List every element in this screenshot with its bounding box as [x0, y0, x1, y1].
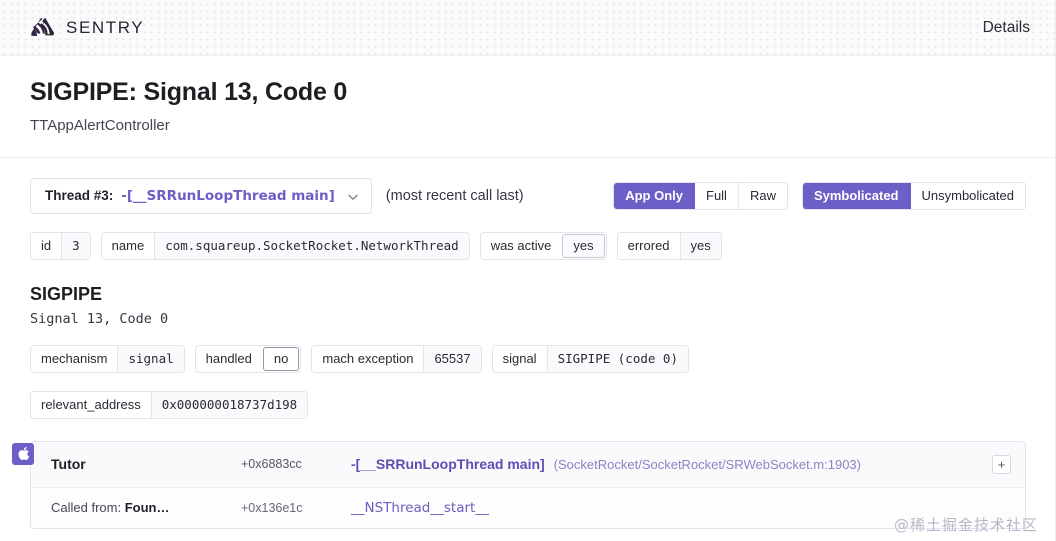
frame-symbol: -[__SRRunLoopThread main] — [351, 456, 545, 473]
segment-unsymbolicated[interactable]: Unsymbolicated — [910, 182, 1025, 209]
symbolication-segment-group: Symbolicated Unsymbolicated — [801, 181, 1026, 210]
exception-meta-row-2: relevant_address 0x000000018737d198 — [30, 390, 1026, 419]
meta-key: signal — [492, 345, 547, 372]
meta-value: no — [262, 346, 300, 371]
frame-called-from-label: Called from: — [51, 500, 125, 516]
brand-name: SENTRY — [66, 17, 145, 37]
main-content: Thread #3: -[__SRRunLoopThread main] (mo… — [0, 158, 1056, 529]
page-title: SIGPIPE: Signal 13, Code 0 — [30, 78, 348, 106]
meta-value: com.squareup.SocketRocket.NetworkThread — [154, 232, 469, 259]
meta-value: 65537 — [423, 345, 481, 372]
meta-pill-errored: errored yes — [616, 231, 722, 260]
segment-raw[interactable]: Raw — [738, 182, 787, 209]
frame-symbol: __NSThread__start__ — [351, 499, 489, 516]
stacktrace-panel-wrap: Tutor +0x6883cc -[__SRRunLoopThread main… — [12, 440, 1026, 529]
meta-pill-handled: handled no — [194, 344, 302, 373]
meta-key: handled — [195, 345, 262, 372]
meta-value: yes — [562, 233, 605, 258]
meta-key: was active — [480, 232, 562, 259]
meta-key: mechanism — [31, 345, 118, 372]
thread-selector[interactable]: Thread #3: -[__SRRunLoopThread main] — [30, 177, 372, 214]
exception-meta-row-1: mechanism signal handled no mach excepti… — [30, 344, 1026, 373]
meta-value: SIGPIPE (code 0) — [546, 345, 688, 372]
stacktrace-panel: Tutor +0x6883cc -[__SRRunLoopThread main… — [30, 440, 1026, 529]
frame-address: +0x136e1c — [241, 500, 303, 515]
segment-symbolicated[interactable]: Symbolicated — [802, 182, 911, 209]
meta-value: 3 — [61, 232, 90, 259]
frame-address: +0x6883cc — [241, 457, 302, 472]
meta-key: id — [31, 232, 62, 259]
sentry-logo-icon — [30, 17, 56, 39]
thread-selector-value: -[__SRRunLoopThread main] — [121, 187, 335, 204]
plus-icon[interactable]: + — [992, 454, 1011, 474]
stack-frame-row[interactable]: Tutor +0x6883cc -[__SRRunLoopThread main… — [31, 441, 1025, 488]
stacktrace-controls: Thread #3: -[__SRRunLoopThread main] (mo… — [30, 177, 1026, 214]
segment-app-only[interactable]: App Only — [614, 182, 695, 209]
view-toggles: App Only Full Raw Symbolicated Unsymboli… — [613, 181, 1026, 210]
exception-subtitle: Signal 13, Code 0 — [30, 310, 169, 327]
stack-frame-row[interactable]: Called from: Foun… +0x136e1c __NSThread_… — [31, 487, 1025, 528]
issue-title-block: SIGPIPE: Signal 13, Code 0 TTAppAlertCon… — [0, 56, 1056, 158]
meta-pill-mach-exception: mach exception 65537 — [311, 344, 482, 373]
exception-title: SIGPIPE — [30, 283, 103, 304]
exception-section: SIGPIPE Signal 13, Code 0 — [30, 284, 1026, 327]
meta-pill-relevant-address: relevant_address 0x000000018737d198 — [30, 390, 309, 419]
call-order-note: (most recent call last) — [385, 187, 524, 204]
frame-file: (SocketRocket/SocketRocket/SRWebSocket.m… — [553, 456, 861, 472]
meta-pill-was-active: was active yes — [479, 231, 607, 260]
thread-meta-row: id 3 name com.squareup.SocketRocket.Netw… — [30, 231, 1026, 260]
details-link[interactable]: Details — [982, 18, 1030, 36]
meta-pill-signal: signal SIGPIPE (code 0) — [491, 344, 689, 373]
meta-key: mach exception — [312, 345, 424, 372]
meta-key: name — [101, 232, 155, 259]
meta-key: relevant_address — [31, 391, 151, 418]
brand-logo[interactable]: SENTRY — [30, 17, 144, 39]
chevron-down-icon — [347, 190, 359, 202]
segment-full[interactable]: Full — [695, 182, 739, 209]
meta-value: yes — [679, 232, 721, 259]
meta-value: signal — [117, 345, 184, 372]
apple-icon — [12, 442, 34, 465]
meta-pill-id: id 3 — [30, 231, 91, 260]
page-subtitle: TTAppAlertController — [30, 116, 170, 134]
frame-package-name: Foun… — [124, 500, 170, 516]
frame-package: Called from: Foun… — [51, 500, 241, 515]
top-header-bar: SENTRY Details — [0, 0, 1056, 56]
view-segment-group: App Only Full Raw — [613, 181, 788, 210]
meta-value: 0x000000018737d198 — [150, 391, 308, 418]
meta-key: errored — [617, 232, 680, 259]
meta-pill-name: name com.squareup.SocketRocket.NetworkTh… — [100, 231, 470, 260]
meta-pill-mechanism: mechanism signal — [30, 344, 185, 373]
frame-package: Tutor — [51, 456, 86, 473]
thread-selector-label: Thread #3: — [45, 188, 114, 204]
